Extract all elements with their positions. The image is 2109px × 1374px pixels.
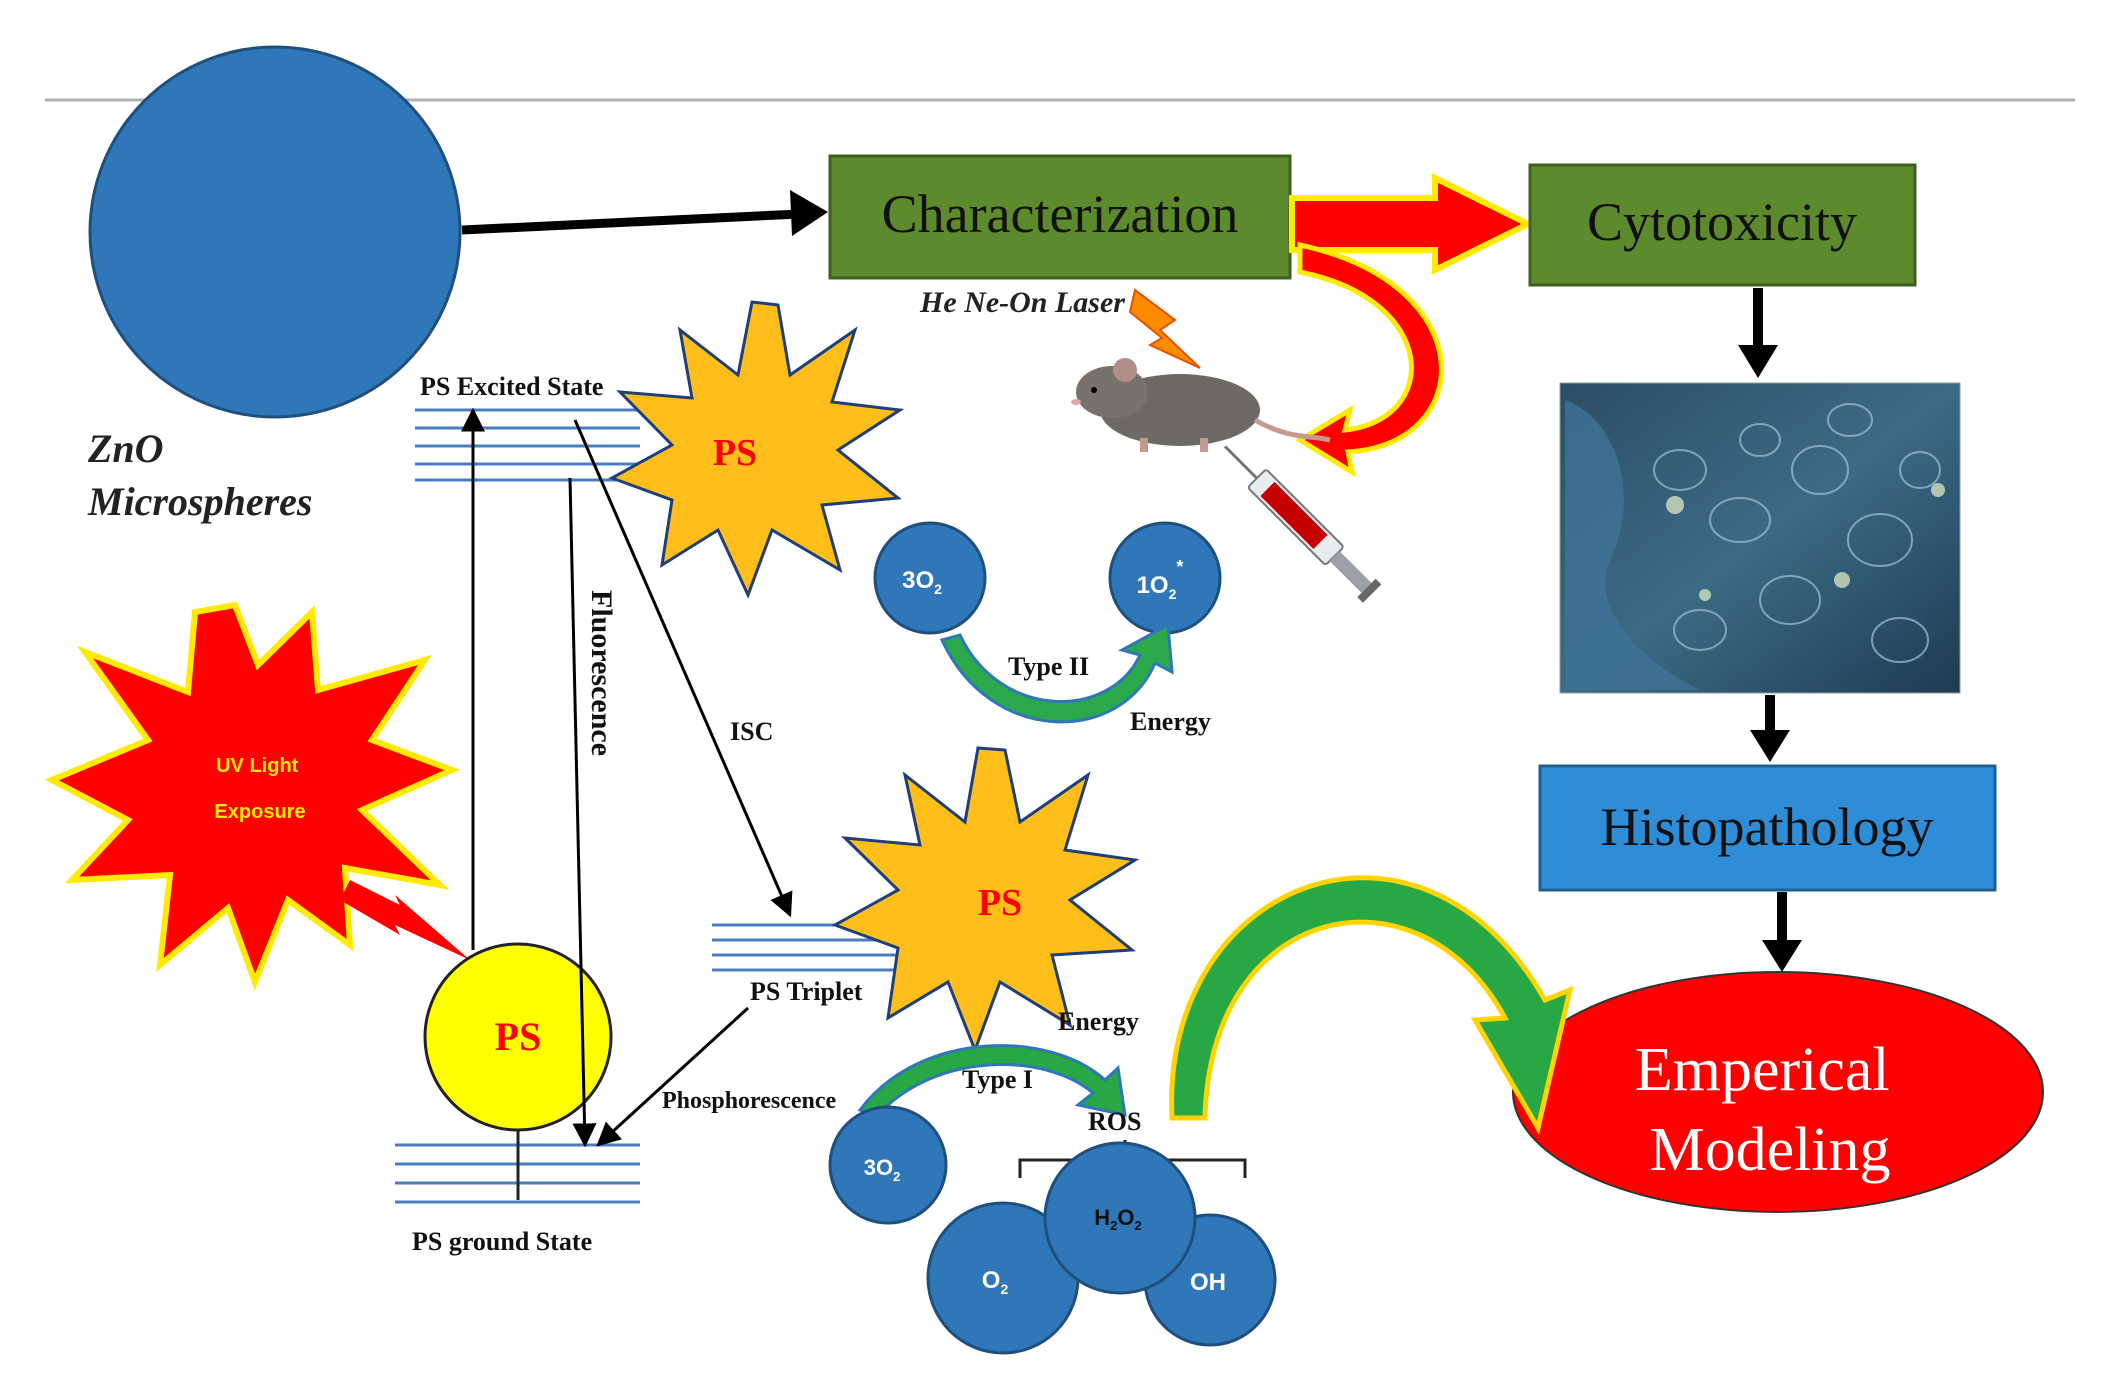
fluorescence-label: Fluorescence	[585, 590, 618, 756]
ps-star-triplet	[831, 746, 1140, 1055]
laser-label: He Ne-On Laser	[919, 286, 1125, 319]
ground-state-label: PS ground State	[412, 1227, 592, 1256]
characterization-label: Characterization	[882, 184, 1239, 244]
isc-label: ISC	[730, 717, 773, 746]
singlet-oxygen-label: 1O2*	[1137, 557, 1184, 602]
triplet-state-label: PS Triplet	[750, 977, 863, 1006]
oh-label: OH	[1190, 1269, 1226, 1296]
histopathology-box	[1538, 764, 1997, 892]
type2-arrow	[939, 622, 1174, 724]
cytotoxicity-label: Cytotoxicity	[1587, 192, 1857, 252]
arrow-head	[790, 190, 828, 236]
cytotoxicity-box	[1528, 163, 1917, 287]
triplet-oxygen-circle-bottom	[828, 1105, 948, 1225]
type1-label: Type I	[962, 1065, 1033, 1094]
energy-label-type2: Energy	[1130, 707, 1211, 736]
triplet-oxygen-circle	[873, 521, 987, 635]
h2o2-circle	[1043, 1141, 1197, 1295]
ros-label: ROS	[1088, 1107, 1141, 1136]
h2o2-label: H2O2	[1094, 1205, 1141, 1233]
uv-light-label: UV Light Exposure	[214, 755, 305, 823]
type2-label: Type II	[1008, 652, 1089, 681]
arrow-head	[1750, 730, 1790, 762]
ps-label: PS	[978, 882, 1022, 924]
triplet-oxygen-label-bottom: 3O2	[864, 1155, 901, 1184]
zno-microsphere-circle	[88, 45, 462, 419]
o2-label: O2	[982, 1267, 1009, 1297]
histopathology-label: Histopathology	[1601, 797, 1934, 857]
arrow-ros-to-modeling	[1169, 875, 1574, 1135]
phosphorescence-label: Phosphorescence	[662, 1088, 837, 1114]
arrow-zno-to-characterization	[461, 209, 801, 235]
ps-label: PS	[495, 1014, 542, 1059]
isc-arrow	[573, 419, 793, 918]
curved-arrow-to-mouse	[1295, 241, 1444, 478]
excited-state-levels	[415, 408, 640, 482]
arrow-head	[1738, 345, 1778, 378]
cell-microscopy-image	[1559, 382, 1961, 694]
uv-light-burst	[44, 601, 460, 991]
ps-label: PS	[713, 432, 757, 474]
syringe-icon	[1223, 445, 1382, 603]
uv-lightning-icon	[340, 880, 470, 960]
emperical-modeling-label: Emperical Modeling	[1635, 1036, 1905, 1184]
triplet-oxygen-label: 3O2	[902, 567, 942, 597]
phosphorescence-arrow	[596, 1006, 750, 1147]
emperical-modeling-ellipse	[1512, 971, 2044, 1213]
laser-lightning-icon	[1128, 288, 1201, 369]
ps-star-excited	[608, 300, 905, 599]
fluorescence-arrow	[568, 477, 597, 1148]
energy-label-type1: Energy	[1058, 1007, 1139, 1036]
arrow-head	[1762, 940, 1802, 972]
type1-arrow	[857, 1044, 1127, 1117]
mouse-icon	[1071, 358, 1331, 452]
zno-label: ZnO Microspheres	[87, 426, 312, 524]
excited-state-label: PS Excited State	[420, 372, 603, 401]
